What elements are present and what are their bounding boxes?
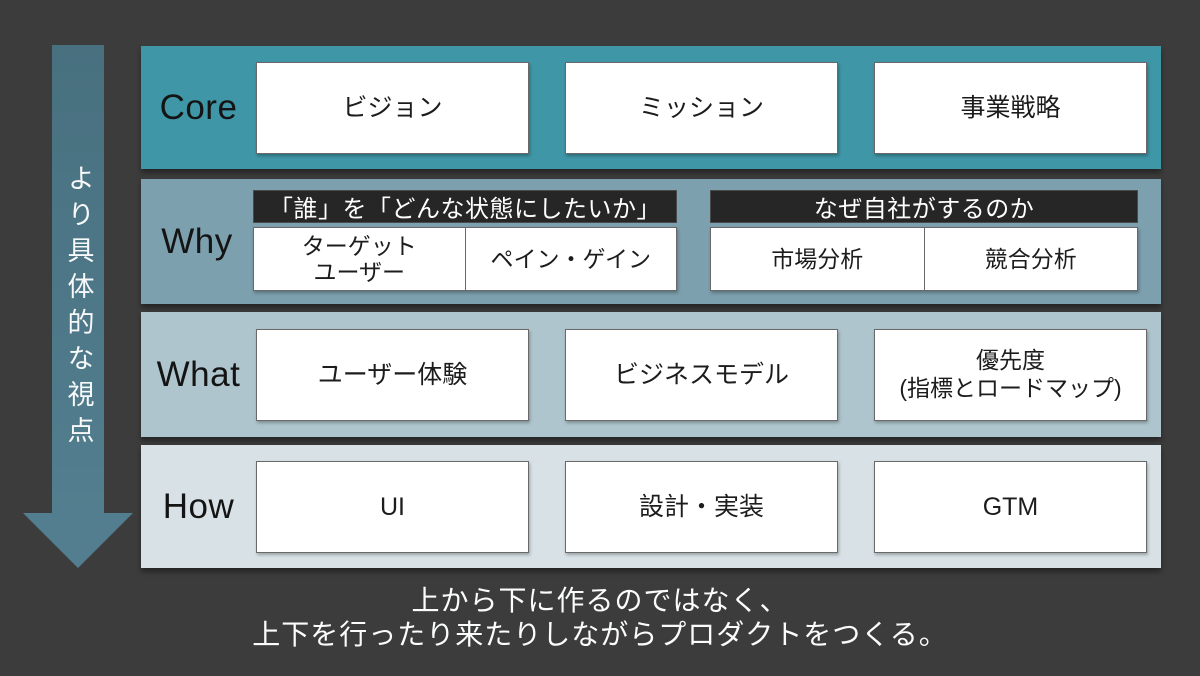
why-content: 「誰」を「どんな状態にしたいか」 ターゲット ユーザー ペイン・ゲイン なぜ自社…: [253, 179, 1161, 304]
box-market-analysis: 市場分析: [771, 245, 864, 272]
box-pain-gain: ペイン・ゲイン: [464, 228, 677, 290]
box-gtm: GTM: [874, 460, 1147, 553]
why-group-user-header: 「誰」を「どんな状態にしたいか」: [253, 190, 677, 223]
specificity-arrow-label-wrap: より具体的な視点: [52, 45, 104, 513]
box-mission: ミッション: [565, 61, 838, 154]
how-boxes: UI 設計・実装 GTM: [256, 445, 1161, 568]
core-boxes: ビジョン ミッション 事業戦略: [256, 46, 1161, 169]
why-group-company-header: なぜ自社がするのか: [710, 190, 1138, 223]
row-label-why: Why: [161, 221, 233, 261]
layer-row-why: Why 「誰」を「どんな状態にしたいか」 ターゲット ユーザー ペイン・ゲイン …: [141, 179, 1161, 304]
what-boxes: ユーザー体験 ビジネスモデル 優先度 (指標とロードマップ): [256, 312, 1161, 437]
box-vision: ビジョン: [256, 61, 529, 154]
box-ui: UI: [256, 460, 529, 553]
box-target-user: ターゲット ユーザー: [301, 232, 417, 285]
box-competitor-analysis: 競合分析: [923, 228, 1138, 290]
arrow-down-icon: [23, 513, 133, 568]
box-business-model: ビジネスモデル: [565, 328, 838, 421]
caption-line-2: 上下を行ったり来たりしながらプロダクトをつくる。: [252, 619, 948, 651]
row-label-how: How: [162, 486, 235, 526]
why-group-company: なぜ自社がするのか 市場分析 競合分析: [710, 190, 1138, 304]
specificity-arrow-shaft: [52, 45, 104, 513]
why-group-company-boxes: 市場分析 競合分析: [710, 227, 1138, 291]
box-design-implementation: 設計・実装: [565, 460, 838, 553]
box-user-experience: ユーザー体験: [256, 328, 529, 421]
layer-row-core: Core ビジョン ミッション 事業戦略: [141, 46, 1161, 169]
bottom-caption: 上から下に作るのではなく、 上下を行ったり来たりしながらプロダクトをつくる。: [0, 584, 1200, 652]
row-label-core: Core: [159, 87, 238, 127]
box-business-strategy: 事業戦略: [874, 61, 1147, 154]
specificity-arrow-label: より具体的な視点: [63, 164, 94, 452]
why-group-user-boxes: ターゲット ユーザー ペイン・ゲイン: [253, 227, 677, 291]
layer-row-how: How UI 設計・実装 GTM: [141, 445, 1161, 568]
layer-row-what: What ユーザー体験 ビジネスモデル 優先度 (指標とロードマップ): [141, 312, 1161, 437]
row-label-what: What: [156, 354, 241, 394]
why-group-user: 「誰」を「どんな状態にしたいか」 ターゲット ユーザー ペイン・ゲイン: [253, 190, 677, 304]
box-priority-roadmap: 優先度 (指標とロードマップ): [874, 328, 1147, 421]
caption-line-1: 上から下に作るのではなく、: [411, 585, 789, 616]
